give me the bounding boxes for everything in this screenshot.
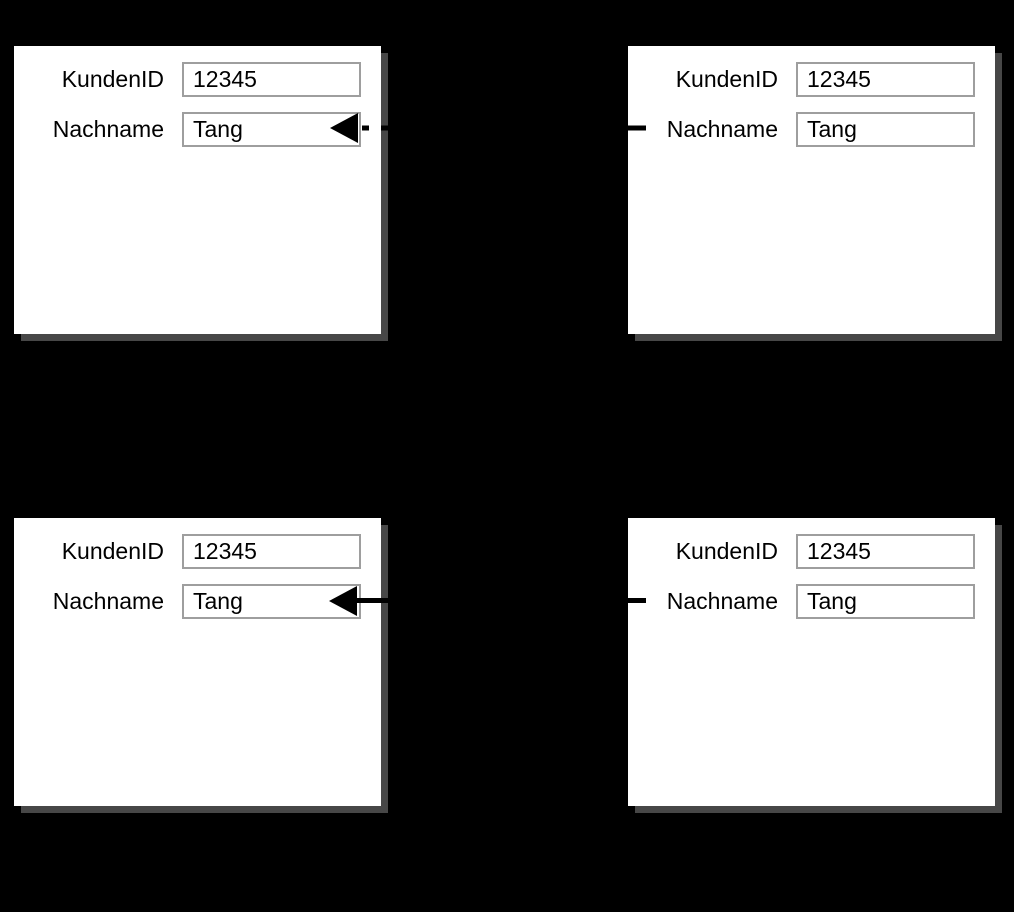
kundenid-label: KundenID [61,66,164,92]
kundenid-label: KundenID [61,538,164,564]
arrow-shaft [356,598,646,603]
form-row: KundenID 12345 [14,534,381,569]
kundenid-label: KundenID [675,66,778,92]
form-panel-bottom-left: KundenID 12345 Nachname Tang [14,518,381,806]
nachname-label: Nachname [666,588,778,614]
kundenid-label: KundenID [675,538,778,564]
kundenid-input[interactable]: 12345 [796,62,975,97]
nachname-input[interactable]: Tang [182,112,361,147]
kundenid-input[interactable]: 12345 [182,534,361,569]
form-panel-top-right: KundenID 12345 Nachname Tang [628,46,995,334]
nachname-label: Nachname [52,116,164,142]
kundenid-input[interactable]: 12345 [796,534,975,569]
dash-segment [381,125,390,131]
nachname-input[interactable]: Tang [796,112,975,147]
form-row: KundenID 12345 [628,534,995,569]
form-row: Nachname Tang [14,112,381,147]
form-panel-top-left: KundenID 12345 Nachname Tang [14,46,381,334]
kundenid-input[interactable]: 12345 [182,62,361,97]
form-row: Nachname Tang [14,584,381,619]
form-row: Nachname Tang [628,112,995,147]
nachname-input[interactable]: Tang [796,584,975,619]
form-row: KundenID 12345 [14,62,381,97]
nachname-input[interactable]: Tang [182,584,361,619]
nachname-label: Nachname [52,588,164,614]
form-panel-bottom-right: KundenID 12345 Nachname Tang [628,518,995,806]
form-row: Nachname Tang [628,584,995,619]
form-row: KundenID 12345 [628,62,995,97]
nachname-label: Nachname [666,116,778,142]
